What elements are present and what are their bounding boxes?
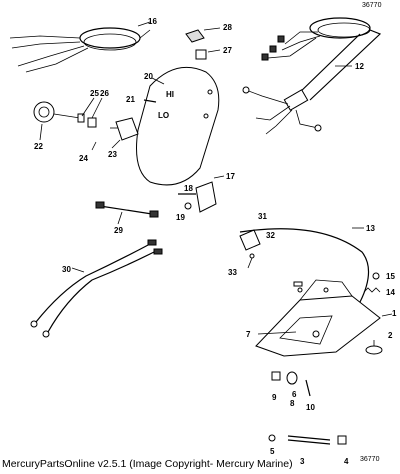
spring-14 [363,272,381,293]
callout-27: 27 [223,46,232,55]
callout-14: 14 [386,288,395,297]
cable-30 [30,239,163,338]
callout-6: 6 [292,390,297,399]
callout-29: 29 [114,226,123,235]
knob-31 [239,229,261,269]
callout-28: 28 [223,23,232,32]
axle-3 [268,434,347,445]
callout-19: 19 [176,213,185,222]
image-caption: MercuryPartsOnline v2.5.1 (Image Copyrig… [2,458,293,470]
screw-21 [143,99,157,103]
callout-26: 26 [100,89,109,98]
fasteners [271,371,311,397]
callout-9: 9 [272,393,277,402]
callout-4: 4 [344,457,349,466]
callout-8: 8 [290,399,295,408]
rubber-cap-28 [185,27,221,43]
callout-16: 16 [148,17,157,26]
switch-box-17 [178,175,225,213]
callout-25: 25 [90,89,99,98]
callout-10: 10 [306,403,315,412]
callout-33: 33 [228,268,237,277]
callout-3: 3 [300,457,305,466]
wire-harness-16 [9,21,151,73]
callout-15: 15 [386,272,395,281]
callout-21: 21 [126,95,135,104]
hi-marking: HI [166,90,174,99]
callout-2: 2 [388,331,393,340]
callout-23: 23 [108,150,117,159]
reference-number-bottom: 36770 [360,456,380,463]
harness-12 [242,17,382,135]
callout-22: 22 [34,142,43,151]
callout-7: 7 [246,330,251,339]
callout-17: 17 [226,172,235,181]
switch-assembly [33,97,139,151]
lo-marking: LO [158,111,169,120]
callout-20: 20 [144,72,153,81]
callout-13: 13 [366,224,375,233]
cover-plate-20: HI LO [136,66,220,186]
foot-2 [365,340,383,355]
callout-31: 31 [258,212,267,221]
reference-number: 36770 [362,2,382,9]
callout-18: 18 [184,184,193,193]
cable-29 [95,201,159,225]
callout-30: 30 [62,265,71,274]
cable-13 [239,227,370,303]
callout-5: 5 [270,447,275,456]
nut-27 [195,49,221,60]
callout-12: 12 [355,62,364,71]
bracket-base-1 [255,279,393,357]
callout-32: 32 [266,231,275,240]
callout-24: 24 [79,154,88,163]
callout-1: 1 [392,309,397,318]
